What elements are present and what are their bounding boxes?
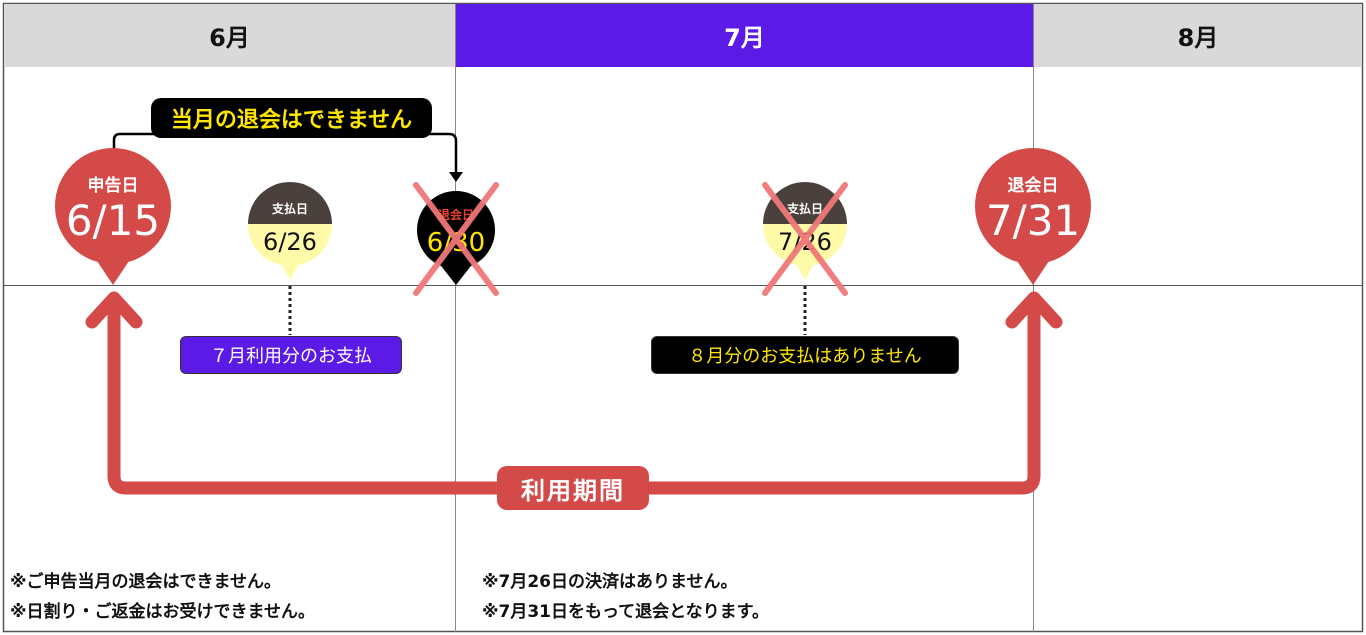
month-header-august: 8月 — [1034, 4, 1362, 67]
bracket-arrowhead — [449, 172, 463, 182]
cross-mark-pay-july — [762, 182, 848, 296]
pin-payment-june — [248, 182, 332, 280]
month-header-july: 7月 — [456, 4, 1033, 67]
pay-june-date: 6/26 — [263, 228, 317, 256]
note-mid-1: ※7月26日の決済はありません。 — [482, 572, 738, 592]
month-header-june: 6月 — [4, 4, 455, 67]
label-july-payment: ７月利用分のお支払 — [180, 336, 402, 374]
pin-report-day — [55, 148, 171, 285]
pay-june-caption: 支払日 — [271, 202, 308, 216]
note-left-2: ※日割り・ご返金はお受けできません。 — [10, 602, 316, 622]
report-day-date: 6/15 — [65, 196, 161, 245]
cancel-july-caption: 退会日 — [1007, 176, 1059, 196]
usage-arrow-right — [1005, 291, 1063, 329]
usage-period-badge: 利用期間 — [497, 466, 649, 510]
label-no-august-payment: ８月分のお支払はありません — [651, 336, 959, 374]
cancel-july-date: 7/31 — [985, 196, 1081, 245]
note-left-1: ※ご申告当月の退会はできません。 — [10, 572, 282, 592]
cross-mark-cancel-june — [413, 182, 499, 296]
note-mid-2: ※7月31日をもって退会となります。 — [482, 602, 769, 622]
cancel-june-caption: 退会日 — [437, 208, 474, 222]
pin-cancel-july — [975, 148, 1091, 285]
pay-july-caption: 支払日 — [786, 202, 823, 216]
warning-bubble: 当月の退会はできません — [151, 98, 432, 138]
report-day-caption: 申告日 — [87, 176, 139, 196]
usage-arrow-left — [85, 291, 143, 329]
